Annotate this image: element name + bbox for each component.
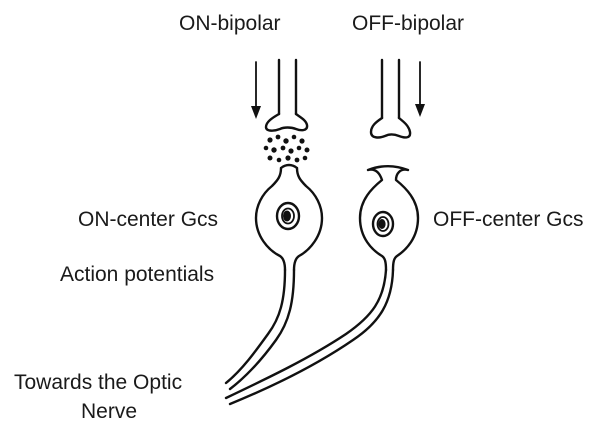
on-bipolar-cell [251, 60, 310, 162]
towards-optic-nerve-line2: Nerve [81, 400, 137, 423]
off-bipolar-cell [371, 60, 425, 137]
off-ganglion-axon [226, 270, 393, 404]
on-release-arrow [251, 62, 261, 119]
towards-optic-nerve-line1: Towards the Optic [14, 371, 182, 394]
on-ganglion-axon [226, 270, 294, 389]
off-bipolar-terminal [371, 118, 410, 137]
off-bipolar-label: OFF-bipolar [352, 12, 464, 35]
off-ganglion-soma [360, 166, 418, 270]
released-vesicles [264, 135, 310, 163]
on-bipolar-terminal [266, 114, 307, 131]
off-center-label: OFF-center Gcs [433, 208, 584, 231]
on-bipolar-label: ON-bipolar [179, 12, 281, 35]
on-center-ganglion-cell [226, 165, 322, 389]
on-center-label: ON-center Gcs [78, 208, 218, 231]
off-center-ganglion-cell [226, 166, 418, 404]
off-release-arrow [415, 62, 425, 117]
action-potentials-label: Action potentials [60, 263, 214, 286]
